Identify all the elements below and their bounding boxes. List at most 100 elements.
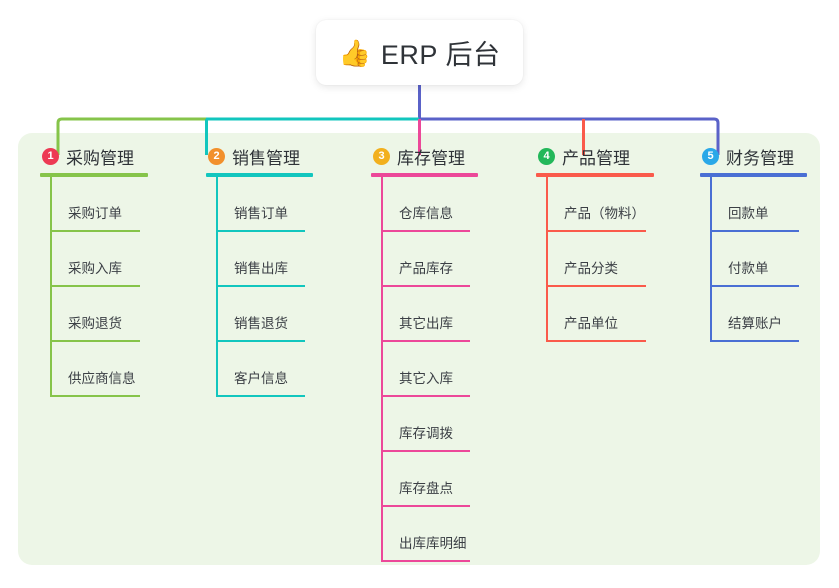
leaf-item[interactable]: 出库库明细 (381, 507, 478, 562)
leaf-item[interactable]: 产品单位 (546, 287, 654, 342)
leaf-item-label: 付款单 (728, 261, 769, 276)
leaf-item-label: 库存调拨 (399, 426, 453, 441)
leaf-item-label: 采购退货 (68, 316, 122, 331)
leaf-item-label: 销售出库 (234, 261, 288, 276)
leaf-item-rule (710, 285, 799, 287)
leaf-item[interactable]: 供应商信息 (50, 342, 148, 397)
column-title-5: 财务管理 (726, 148, 794, 168)
column-badge-1: 1 (42, 147, 59, 165)
leaf-item-rule (50, 285, 140, 287)
leaf-item-label: 回款单 (728, 206, 769, 221)
column-3: 3 库存管理仓库信息产品库存其它出库其它入库库存调拨库存盘点出库库明细 (371, 143, 478, 562)
leaf-item-label: 产品单位 (564, 316, 618, 331)
leaf-item[interactable]: 回款单 (710, 177, 807, 232)
leaf-item[interactable]: 采购入库 (50, 232, 148, 287)
leaf-item-rule (50, 395, 140, 397)
leaf-item-rule (216, 230, 305, 232)
leaf-list-4: 产品（物料） 产品分类产品单位 (546, 177, 654, 342)
column-rule-5 (700, 173, 807, 177)
column-title-4: 产品管理 (562, 148, 630, 168)
leaf-item[interactable]: 其它出库 (381, 287, 478, 342)
leaf-spine-4 (546, 177, 548, 342)
leaf-item-label: 客户信息 (234, 371, 288, 386)
leaf-list-5: 回款单付款单结算账户 (710, 177, 807, 342)
leaf-spine-3 (381, 177, 383, 562)
column-badge-3: 3 (373, 147, 390, 165)
leaf-item-label: 销售退货 (234, 316, 288, 331)
column-header-4[interactable]: 4 产品管理 (536, 143, 654, 169)
leaf-item-rule (710, 340, 799, 342)
leaf-item-rule (710, 230, 799, 232)
leaf-item[interactable]: 结算账户 (710, 287, 807, 342)
leaf-item[interactable]: 销售订单 (216, 177, 313, 232)
leaf-item-label: 其它出库 (399, 316, 453, 331)
leaf-spine-5 (710, 177, 712, 342)
column-header-1[interactable]: 1 采购管理 (40, 143, 148, 169)
leaf-item-rule (546, 285, 646, 287)
leaf-item-rule (381, 450, 470, 452)
leaf-item-label: 产品（物料） (564, 206, 645, 221)
column-4: 4 产品管理产品（物料） 产品分类产品单位 (536, 143, 654, 342)
leaf-item-rule (381, 340, 470, 342)
column-5: 5 财务管理回款单付款单结算账户 (700, 143, 807, 342)
leaf-item-rule (216, 285, 305, 287)
diagram-background-panel (18, 133, 820, 565)
leaf-item[interactable]: 采购退货 (50, 287, 148, 342)
leaf-item-rule (381, 285, 470, 287)
column-badge-4: 4 (538, 147, 555, 165)
leaf-item-rule (546, 230, 646, 232)
leaf-list-1: 采购订单采购入库采购退货供应商信息 (50, 177, 148, 397)
leaf-spine-2 (216, 177, 218, 397)
column-badge-2: 2 (208, 147, 225, 165)
leaf-item-label: 库存盘点 (399, 481, 453, 496)
column-header-5[interactable]: 5 财务管理 (700, 143, 807, 169)
leaf-item-rule (381, 395, 470, 397)
leaf-item-label: 产品库存 (399, 261, 453, 276)
leaf-item-label: 供应商信息 (68, 371, 136, 386)
leaf-item-label: 出库库明细 (399, 536, 467, 551)
leaf-item-rule (381, 560, 470, 562)
leaf-item[interactable]: 采购订单 (50, 177, 148, 232)
leaf-item[interactable]: 产品库存 (381, 232, 478, 287)
column-rule-2 (206, 173, 313, 177)
leaf-item-label: 结算账户 (728, 316, 782, 331)
thumbs-up-icon: 👍 (338, 37, 371, 68)
leaf-item[interactable]: 付款单 (710, 232, 807, 287)
leaf-item[interactable]: 库存调拨 (381, 397, 478, 452)
leaf-item-rule (381, 505, 470, 507)
column-rule-4 (536, 173, 654, 177)
leaf-item[interactable]: 仓库信息 (381, 177, 478, 232)
leaf-item[interactable]: 产品分类 (546, 232, 654, 287)
leaf-item-rule (50, 340, 140, 342)
leaf-item[interactable]: 其它入库 (381, 342, 478, 397)
leaf-item-label: 销售订单 (234, 206, 288, 221)
column-2: 2 销售管理销售订单销售出库销售退货客户信息 (206, 143, 313, 397)
leaf-item-rule (381, 230, 470, 232)
leaf-list-2: 销售订单销售出库销售退货客户信息 (216, 177, 313, 397)
leaf-item-label: 采购入库 (68, 261, 122, 276)
leaf-item[interactable]: 库存盘点 (381, 452, 478, 507)
leaf-item[interactable]: 产品（物料） (546, 177, 654, 232)
leaf-list-3: 仓库信息产品库存其它出库其它入库库存调拨库存盘点出库库明细 (381, 177, 478, 562)
leaf-spine-1 (50, 177, 52, 397)
column-badge-5: 5 (702, 147, 719, 165)
root-title: ERP 后台 (380, 40, 501, 70)
leaf-item-label: 采购订单 (68, 206, 122, 221)
leaf-item-rule (216, 340, 305, 342)
leaf-item-label: 其它入库 (399, 371, 453, 386)
column-title-3: 库存管理 (397, 148, 465, 168)
root-node[interactable]: 👍 ERP 后台 (316, 20, 523, 85)
column-header-3[interactable]: 3 库存管理 (371, 143, 478, 169)
leaf-item[interactable]: 销售退货 (216, 287, 313, 342)
leaf-item[interactable]: 销售出库 (216, 232, 313, 287)
column-title-2: 销售管理 (232, 148, 300, 168)
column-title-1: 采购管理 (66, 148, 134, 168)
column-rule-1 (40, 173, 148, 177)
leaf-item-label: 产品分类 (564, 261, 618, 276)
leaf-item-rule (546, 340, 646, 342)
leaf-item-label: 仓库信息 (399, 206, 453, 221)
column-1: 1 采购管理采购订单采购入库采购退货供应商信息 (40, 143, 148, 397)
leaf-item[interactable]: 客户信息 (216, 342, 313, 397)
column-header-2[interactable]: 2 销售管理 (206, 143, 313, 169)
column-rule-3 (371, 173, 478, 177)
